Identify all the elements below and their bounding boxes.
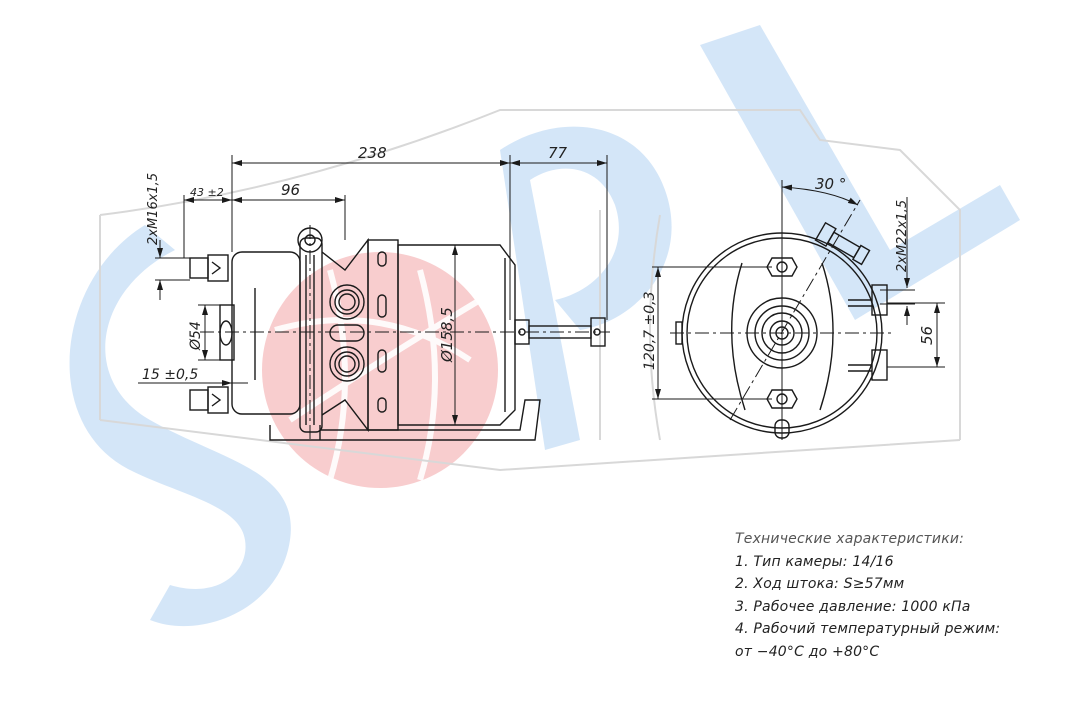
dim-rod-extension: 77 [548, 144, 568, 162]
side-view-labels: 238 77 96 43 ±2 2xM16x1,5 Ø54 15 ±0,5 Ø1… [142, 144, 568, 383]
front-view-dimensions [652, 184, 945, 400]
side-view-dimensions [138, 155, 608, 425]
specs-title: Технические характеристики: [735, 531, 965, 547]
watermark-red-circle [262, 252, 498, 488]
technical-specs: Технические характеристики: 1. Тип камер… [735, 528, 1000, 663]
front-view [670, 180, 895, 440]
spec-temperature-range: от −40°C до +80°C [735, 643, 880, 660]
dim-port-thread: 2xM16x1,5 [146, 173, 161, 245]
spec-rod-stroke: 2. Ход штока: S≥57мм [735, 576, 905, 592]
front-view-labels: 30 ° 2xM22x1,5 56 120,7 ±0,3 [642, 175, 936, 370]
dim-boss-diameter: Ø54 [188, 321, 204, 351]
spec-chamber-type: 1. Тип камеры: 14/16 [735, 553, 894, 570]
side-view [189, 225, 610, 441]
dim-overall-length: 238 [358, 144, 387, 162]
watermark-letter-p [500, 126, 672, 450]
dim-bolt-spacing: 120,7 ±0,3 [642, 291, 658, 370]
dim-port-offset: 43 ±2 [190, 186, 224, 199]
dim-body-length: 96 [281, 181, 300, 199]
watermark-letter-s [69, 225, 291, 627]
spec-working-pressure: 3. Рабочее давление: 1000 кПа [735, 598, 971, 615]
spec-temperature-label: 4. Рабочий температурный режим: [735, 621, 1001, 637]
dim-angle: 30 ° [815, 175, 846, 193]
dim-port-spacing: 56 [918, 326, 936, 345]
watermark-letter-l [700, 25, 1020, 320]
dim-flange-offset: 15 ±0,5 [142, 367, 198, 383]
dim-port-thread-front: 2xM22x1,5 [895, 200, 910, 272]
dim-body-diameter: Ø158,5 [438, 307, 456, 363]
